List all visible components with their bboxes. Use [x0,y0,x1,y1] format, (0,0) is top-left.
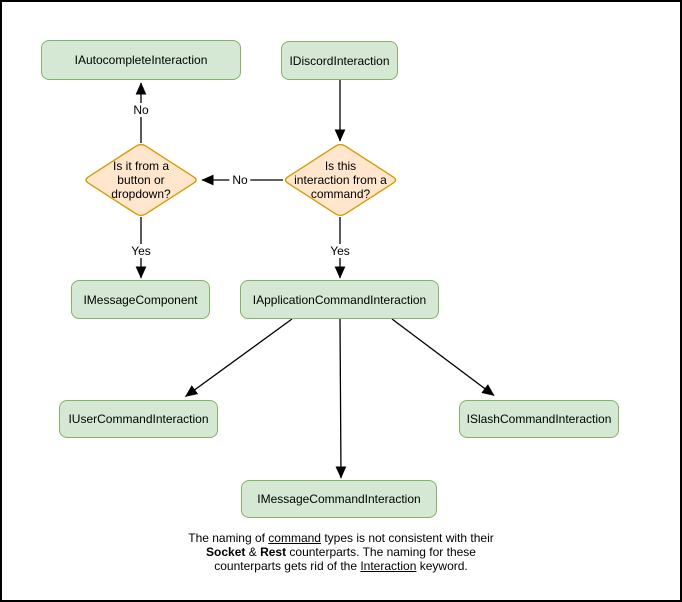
decision-line: interaction from a [294,173,387,187]
decision-line: button or [117,173,165,187]
node-label: IMessageCommandInteraction [257,492,421,506]
edge-label-no-to-button-dropdown: No [229,173,251,187]
node-label: IDiscordInteraction [289,53,390,68]
caption-line-2: Socket & Rest counterparts. The naming f… [206,545,476,559]
decision-line: command? [310,187,371,201]
decision-from-command-shape [284,143,397,217]
decision-button-dropdown-label: Is it from a button or dropdown? [111,159,170,201]
edge-label-no-to-autocomplete: No [130,103,152,117]
node-application-command-interaction: IApplicationCommandInteraction [240,280,439,319]
edge-application-to-slash-command [391,318,495,397]
node-label: ISlashCommandInteraction [466,412,612,426]
node-label: IApplicationCommandInteraction [252,292,427,307]
decision-line: dropdown? [111,187,171,201]
caption-line-3: counterparts gets rid of the Interaction… [214,559,468,573]
decision-button-dropdown-shape [85,143,197,217]
node-user-command-interaction: IUserCommandInteraction [59,400,218,438]
node-label: IUserCommandInteraction [68,412,209,426]
edge-application-to-user-command [184,318,293,398]
decision-line: Is it from a [112,159,170,173]
caption-line-1: The naming of command types is not consi… [188,531,494,545]
node-autocomplete-interaction: IAutocompleteInteraction [41,40,241,80]
node-label: IAutocompleteInteraction [74,53,208,67]
node-message-command-interaction: IMessageCommandInteraction [241,480,437,518]
node-message-component: IMessageComponent [71,280,210,319]
edge-application-to-message-command [335,318,347,479]
edge-label-yes-to-application-command: Yes [327,244,353,258]
decision-from-command-label: Is this interaction from a command? [294,159,387,201]
edge-label-yes-to-message-component: Yes [128,244,154,258]
decision-line: Is this [324,159,357,173]
node-slash-command-interaction: ISlashCommandInteraction [459,400,619,438]
node-label: IMessageComponent [83,292,198,307]
caption-note: The naming of command types is not consi… [170,531,512,573]
node-discord-interaction: IDiscordInteraction [281,41,398,80]
